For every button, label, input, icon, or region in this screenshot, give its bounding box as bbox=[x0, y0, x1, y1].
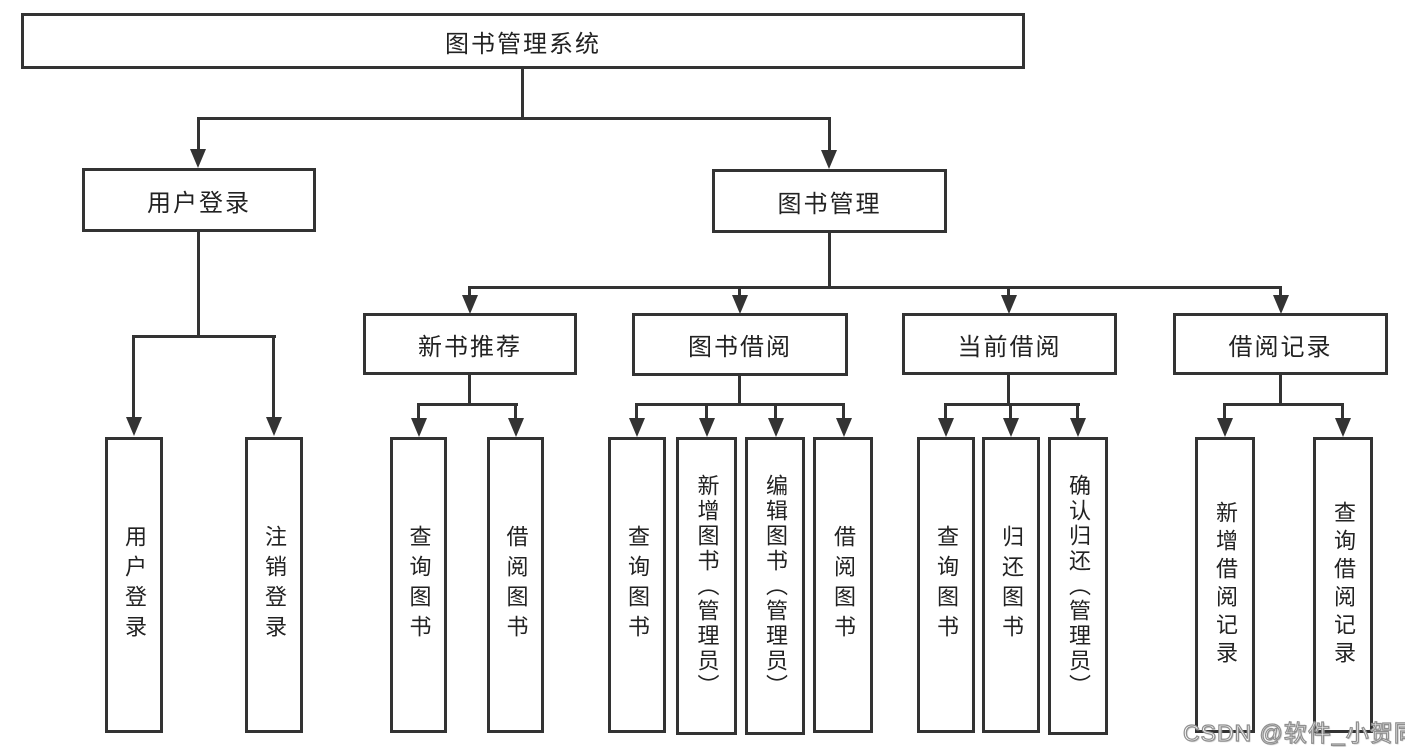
arrow-down-icon bbox=[938, 418, 954, 437]
connector-user-login-split bbox=[132, 335, 276, 338]
arrow-down-icon bbox=[508, 418, 524, 437]
node-new-book-recommend: 新书推荐 bbox=[363, 313, 577, 375]
arrow-down-icon bbox=[411, 418, 427, 437]
node-label: 新书推荐 bbox=[418, 333, 522, 361]
node-label: 当前借阅 bbox=[957, 333, 1062, 361]
connector-book-borrowing-drop bbox=[738, 376, 741, 406]
connector-stem-book-management bbox=[828, 117, 831, 150]
arrow-down-icon bbox=[190, 149, 206, 168]
leaf-label: 确认归还（管理员） bbox=[1066, 473, 1091, 699]
connector-stem-current-borrowing bbox=[1007, 286, 1010, 296]
leaf-return-books: 归还图书 bbox=[982, 437, 1040, 733]
arrow-down-icon bbox=[1003, 418, 1019, 437]
arrow-down-icon bbox=[266, 417, 282, 436]
connector-book-borrowing-split bbox=[635, 403, 845, 406]
connector-root-drop bbox=[521, 69, 524, 120]
connector-borrowing-records-drop bbox=[1279, 375, 1282, 406]
arrow-down-icon bbox=[1070, 418, 1086, 437]
connector-book-management-drop bbox=[828, 233, 831, 289]
connector-book-management-split bbox=[468, 286, 1282, 289]
arrow-down-icon bbox=[768, 418, 784, 437]
leaf-label: 查询图书 bbox=[934, 525, 959, 645]
arrow-down-icon bbox=[629, 418, 645, 437]
leaf-add-books-admin: 新增图书（管理员） bbox=[676, 437, 737, 735]
arrow-down-icon bbox=[1217, 418, 1233, 437]
leaf-label: 借阅图书 bbox=[831, 525, 856, 645]
node-label: 借阅记录 bbox=[1228, 333, 1333, 361]
connector-borrowing-records-split bbox=[1223, 403, 1343, 406]
connector-stem-borrowing-records bbox=[1279, 286, 1282, 296]
leaf-query-books-borrowing: 查询图书 bbox=[608, 437, 666, 733]
arrow-down-icon bbox=[836, 418, 852, 437]
leaf-borrow-books: 借阅图书 bbox=[813, 437, 873, 733]
connector-new-book-drop bbox=[468, 375, 471, 406]
leaf-label: 编辑图书（管理员） bbox=[763, 473, 788, 699]
node-user-login-group: 用户登录 bbox=[82, 168, 316, 232]
node-label: 用户登录 bbox=[147, 189, 251, 217]
leaf-label: 新增图书（管理员） bbox=[694, 473, 720, 699]
connector-root-split bbox=[197, 117, 831, 120]
arrow-down-icon bbox=[699, 418, 715, 437]
connector-current-borrowing-split bbox=[944, 403, 1080, 406]
leaf-label: 用户登录 bbox=[122, 525, 147, 645]
leaf-confirm-return-admin: 确认归还（管理员） bbox=[1048, 437, 1108, 735]
connector-stem bbox=[514, 403, 517, 419]
connector-stem bbox=[1009, 403, 1012, 419]
arrow-down-icon bbox=[821, 150, 837, 169]
connector-stem-new-book bbox=[468, 286, 471, 296]
node-label: 图书借阅 bbox=[688, 334, 792, 361]
arrow-down-icon bbox=[1335, 418, 1351, 437]
node-library-management-system: 图书管理系统 bbox=[21, 13, 1025, 69]
leaf-label: 注销登录 bbox=[262, 525, 287, 645]
connector-stem bbox=[417, 403, 420, 419]
arrow-down-icon bbox=[462, 295, 478, 314]
leaf-query-books-current: 查询图书 bbox=[917, 437, 975, 733]
leaf-query-borrow-record: 查询借阅记录 bbox=[1313, 437, 1373, 733]
connector-stem-book-borrowing bbox=[738, 286, 741, 296]
leaf-label: 借阅图书 bbox=[503, 525, 529, 645]
node-book-borrowing: 图书借阅 bbox=[632, 313, 848, 376]
node-label: 图书管理 bbox=[777, 190, 882, 218]
connector-current-borrowing-drop bbox=[1007, 375, 1010, 406]
node-current-borrowing: 当前借阅 bbox=[902, 313, 1117, 375]
connector-stem bbox=[705, 403, 708, 419]
node-label: 图书管理系统 bbox=[445, 30, 601, 58]
connector-stem bbox=[842, 403, 845, 419]
leaf-label: 查询图书 bbox=[406, 525, 432, 645]
connector-stem-user-login bbox=[197, 117, 200, 150]
leaf-label: 归还图书 bbox=[999, 525, 1024, 645]
connector-stem bbox=[635, 403, 638, 419]
leaf-label: 新增借阅记录 bbox=[1213, 501, 1238, 669]
leaf-borrow-books-recommend: 借阅图书 bbox=[487, 437, 544, 733]
connector-stem bbox=[774, 403, 777, 419]
leaf-label: 查询图书 bbox=[625, 525, 650, 645]
leaf-user-login: 用户登录 bbox=[105, 437, 163, 733]
leaf-add-borrow-record: 新增借阅记录 bbox=[1195, 437, 1255, 733]
leaf-label: 查询借阅记录 bbox=[1331, 501, 1356, 669]
arrow-down-icon bbox=[1001, 295, 1017, 314]
arrow-down-icon bbox=[126, 417, 142, 436]
arrow-down-icon bbox=[1273, 295, 1289, 314]
connector-stem bbox=[944, 403, 947, 419]
leaf-edit-books-admin: 编辑图书（管理员） bbox=[745, 437, 805, 735]
arrow-down-icon bbox=[732, 295, 748, 314]
node-book-management: 图书管理 bbox=[712, 169, 947, 233]
connector-stem bbox=[1076, 403, 1079, 419]
csdn-watermark: CSDN @软件_小贺同学 bbox=[1182, 719, 1405, 746]
leaf-query-books-recommend: 查询图书 bbox=[390, 437, 447, 733]
connector-stem bbox=[1223, 403, 1226, 419]
connector-user-login-drop bbox=[197, 232, 200, 338]
node-borrowing-records: 借阅记录 bbox=[1173, 313, 1388, 375]
connector-stem bbox=[1341, 403, 1344, 419]
connector-stem-leaf-user-login bbox=[132, 335, 135, 418]
connector-stem-leaf-logout bbox=[272, 335, 275, 418]
connector-new-book-split bbox=[417, 403, 518, 406]
leaf-logout: 注销登录 bbox=[245, 437, 303, 733]
